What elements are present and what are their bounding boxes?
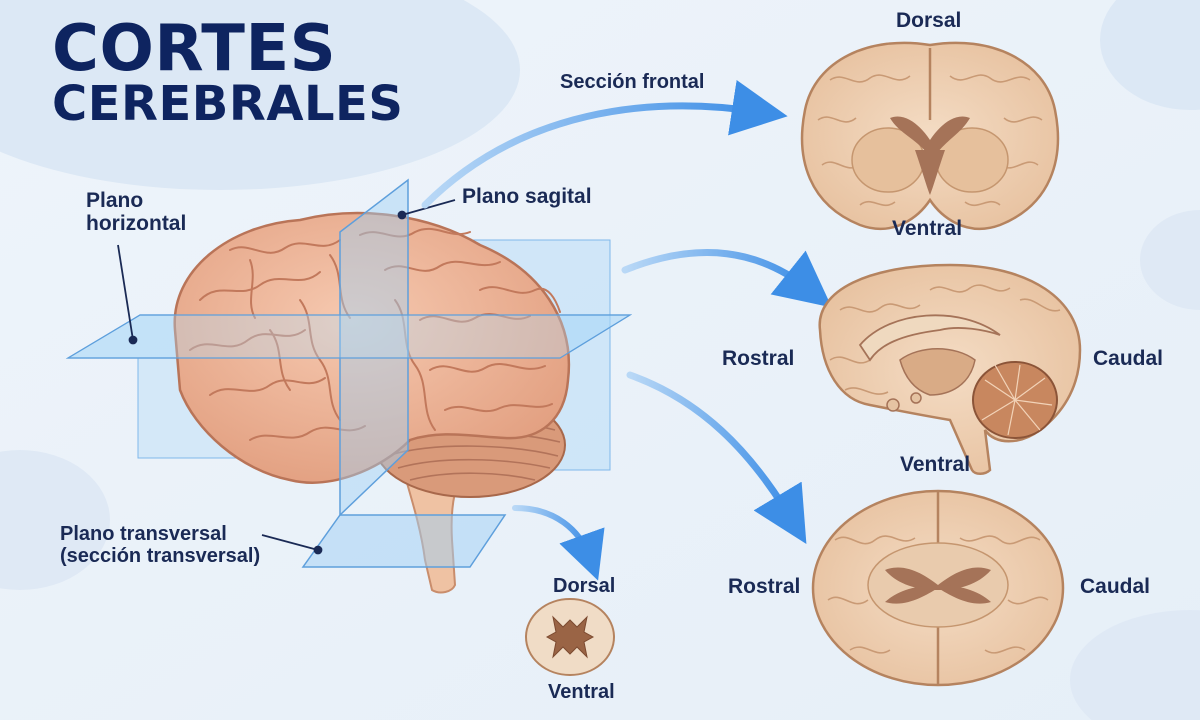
leader-lines	[117, 199, 456, 555]
cerebrum	[173, 211, 571, 484]
cerebrum-gyri	[189, 227, 561, 441]
label-plano-transversal-line1: Plano transversal	[60, 523, 227, 545]
arrow-to-frontal	[421, 80, 788, 209]
sagittal-section-image	[818, 263, 1082, 475]
label-plano-horizontal: Plano horizontal	[86, 189, 187, 235]
label-horizontal-caudal: Caudal	[1080, 575, 1151, 598]
label-plano-sagital: Plano sagital	[462, 185, 592, 208]
label-frontal-dorsal: Dorsal	[896, 9, 962, 32]
sagittal-plane	[339, 178, 409, 517]
label-plano-transversal-line2: (sección transversal)	[60, 544, 261, 567]
arrow-to-horizontal	[626, 371, 807, 545]
label-sagittal-rostral: Rostral	[722, 347, 795, 370]
label-horizontal-rostral: Rostral	[728, 575, 801, 598]
label-plano-horizontal-line1: Plano	[86, 189, 144, 212]
transversal-plane	[301, 514, 507, 568]
label-seccion-frontal: Sección frontal	[560, 71, 705, 93]
horizontal-plane-front	[65, 314, 633, 359]
page-title: CORTES CEREBRALES	[52, 12, 404, 132]
label-plano-transversal: Plano transversal (sección transversal)	[60, 523, 261, 567]
leader-plano-sagital	[401, 199, 456, 216]
label-spinal-dorsal: Dorsal	[553, 575, 616, 597]
label-frontal-ventral: Ventral	[892, 217, 963, 240]
label-sagittal-caudal: Caudal	[1093, 347, 1164, 370]
title-line-2: CEREBRALES	[52, 75, 404, 132]
label-spinal-ventral: Ventral	[548, 681, 615, 703]
arrow-to-spinal	[512, 505, 605, 581]
title-line-1: CORTES	[52, 12, 337, 86]
label-plano-horizontal-line2: horizontal	[86, 211, 187, 235]
arrow-to-sagittal	[621, 249, 832, 308]
label-sagittal-ventral: Ventral	[900, 453, 971, 476]
leader-plano-horizontal	[117, 244, 134, 341]
frontal-section-image	[800, 41, 1060, 231]
section-arrows	[421, 80, 832, 581]
spinal-cord-section-image	[525, 598, 615, 676]
horizontal-section-image	[811, 489, 1065, 687]
leader-plano-transversal	[261, 534, 319, 551]
main-brain-diagram	[65, 178, 633, 594]
